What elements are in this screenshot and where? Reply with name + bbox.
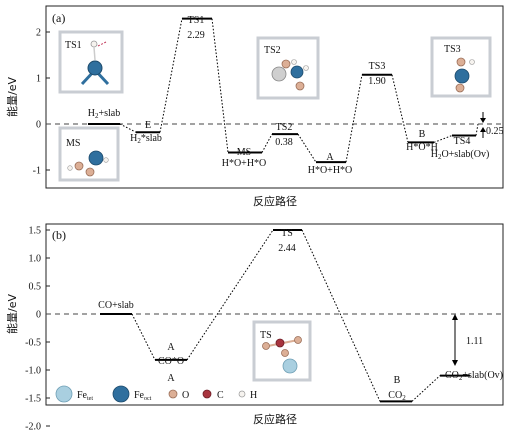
y-tick-label: 1.5 — [29, 226, 42, 237]
sublabel-ts4: H2O+slab(Ov) — [431, 149, 490, 161]
sublabel-ms: H*O+H*O — [222, 158, 267, 169]
connector — [345, 74, 363, 163]
panel-b-y-label: 能量/eV — [5, 294, 19, 334]
panel-a-y-axis: -1 0 1 2 — [33, 28, 50, 177]
label-ts2: TS2 — [276, 122, 293, 133]
label-co-slab: CO+slab — [98, 300, 134, 311]
sublabel-h2-slab: H2*slab — [130, 133, 162, 145]
panel-b-label: (b) — [52, 228, 66, 242]
panel-a-x-label: 反应路径 — [253, 194, 297, 208]
annotation-arrow-b — [452, 314, 458, 366]
svg-text:TS2: TS2 — [264, 45, 281, 56]
connector — [186, 229, 274, 361]
label-ts4: TS4 — [454, 136, 471, 147]
inset-ms: MS — [58, 126, 120, 182]
inset-ts: TS — [252, 320, 312, 382]
connector — [297, 133, 317, 163]
legend-item-c: C — [202, 389, 224, 401]
connector — [391, 74, 409, 143]
connector — [131, 313, 156, 361]
svg-text:TS: TS — [260, 330, 272, 341]
legend-item-fe-tet: Fetet — [55, 385, 93, 403]
svg-text:TS3: TS3 — [444, 44, 461, 55]
legend-item-fe-oct: Feoct — [112, 385, 152, 403]
label-a: A — [326, 152, 334, 163]
value-ts1: 2.29 — [187, 30, 205, 41]
y-tick-label: 1 — [36, 74, 41, 85]
panel-a: (a) -1 0 1 2 能量/eV 反应路径 H2+slab E H2*slab T… — [5, 5, 504, 208]
svg-text:TS1: TS1 — [65, 40, 82, 51]
label-e: E — [145, 120, 151, 131]
legend-item-h: H — [238, 390, 257, 401]
y-tick-label: 1.0 — [29, 254, 42, 265]
value-b-ts: 2.44 — [278, 243, 296, 254]
panel-b-y-axis: -2.0 -1.5 -1.0 -0.5 0 0.5 1.0 1.5 — [25, 226, 50, 433]
panel-b-x-label: 反应路径 — [253, 412, 297, 426]
inset-ts3: TS3 — [430, 36, 492, 98]
panel-b-levels — [100, 229, 470, 403]
label-final-b: CO2+slab(Ov) — [445, 370, 503, 382]
legend-item-o: O — [168, 389, 189, 401]
label-h2-slab: H2+slab — [88, 108, 120, 120]
connector — [301, 229, 381, 402]
sublabel-b-a: CO*O — [158, 356, 184, 367]
y-tick-label: 2 — [36, 28, 41, 39]
annotation-0-25: 0.25 — [486, 126, 504, 137]
label-b-a: A — [167, 342, 175, 353]
sublabel-b: H*O*H — [406, 142, 438, 153]
y-tick-label: -1 — [33, 166, 41, 177]
value-ts2: 0.38 — [275, 137, 293, 148]
annotation-arrows-a — [480, 112, 486, 138]
svg-text:Feoct: Feoct — [134, 390, 152, 402]
y-tick-label: 0 — [36, 310, 41, 321]
connector — [211, 18, 229, 153]
panel-a-y-label: 能量/eV — [5, 77, 19, 117]
sublabel-co2: CO2 — [388, 390, 406, 402]
connector — [159, 18, 183, 133]
legend: A Fetet Feoct O C H — [55, 373, 257, 403]
label-b-ts: TS — [281, 228, 293, 239]
value-ts3: 1.90 — [368, 76, 386, 87]
connector — [475, 123, 479, 136]
svg-text:MS: MS — [66, 138, 80, 149]
y-tick-label: -1.0 — [25, 366, 41, 377]
legend-caption: A — [167, 373, 175, 384]
inset-ts2: TS2 — [256, 36, 320, 100]
connector — [119, 123, 137, 133]
y-tick-label: 0 — [36, 120, 41, 131]
panel-a-levels — [88, 17, 492, 164]
label-ts1: TS1 — [188, 15, 205, 26]
panel-a-connectors — [119, 18, 479, 163]
sublabel-a: H*O+H*O — [308, 165, 353, 176]
label-ms: MS — [237, 147, 251, 158]
panel-b: (b) -2.0 -1.5 -1.0 -0.5 0 0.5 1.0 1.5 能量/eV 反应路… — [5, 223, 504, 433]
inset-ts1: TS1 — [58, 30, 124, 94]
connector — [411, 375, 441, 402]
panel-a-label: (a) — [52, 11, 65, 25]
label-b: B — [419, 129, 426, 140]
svg-text:O: O — [182, 390, 189, 401]
y-tick-label: -0.5 — [25, 338, 41, 349]
connector — [261, 133, 273, 153]
panel-b-connectors — [131, 229, 441, 402]
svg-text:H: H — [250, 390, 257, 401]
label-ts3: TS3 — [369, 61, 386, 72]
svg-text:Fetet: Fetet — [77, 390, 93, 402]
panel-a-frame — [45, 5, 504, 189]
y-tick-label: 0.5 — [29, 282, 42, 293]
annotation-1-11: 1.11 — [466, 336, 483, 347]
svg-text:C: C — [217, 390, 224, 401]
y-tick-label: -2.0 — [25, 422, 41, 433]
y-tick-label: -1.5 — [25, 394, 41, 405]
label-b-b: B — [394, 375, 401, 386]
